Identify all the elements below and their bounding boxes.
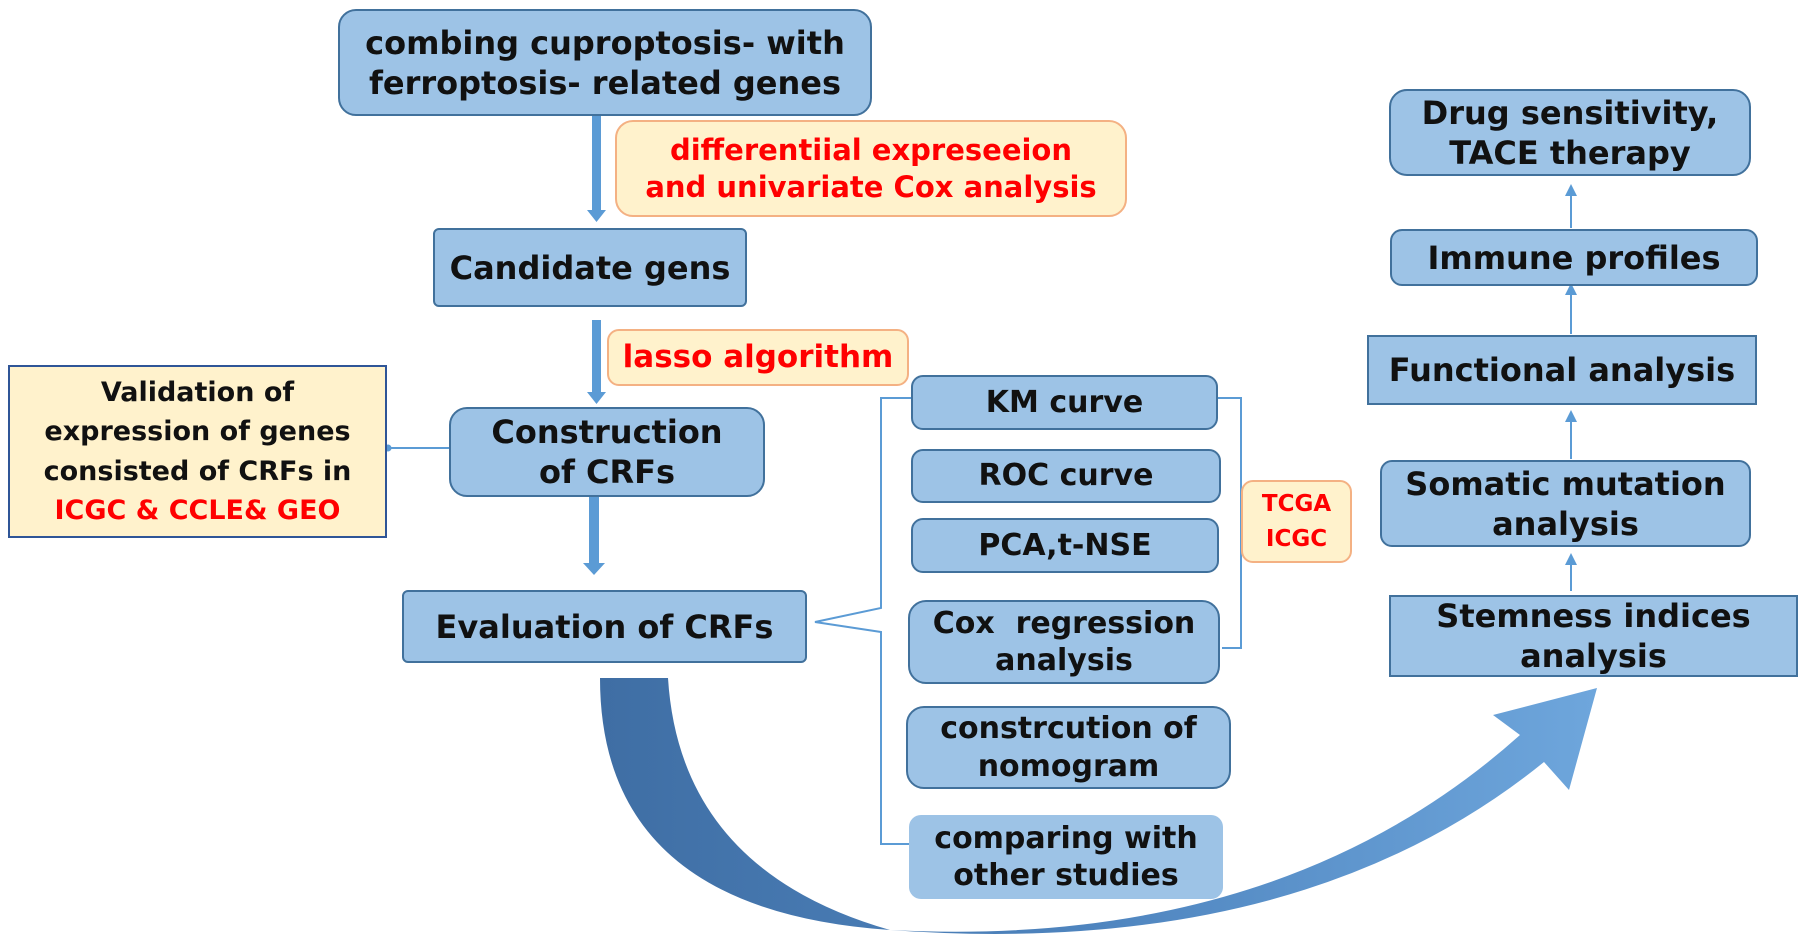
lasso-note-box: lasso algorithm <box>607 329 909 386</box>
nomogram-line-1: constrcution of <box>940 711 1197 746</box>
datasets-line-1: TCGA <box>1261 491 1332 517</box>
candidate-label: Candidate gens <box>449 248 731 287</box>
somatic-mutation-line-1: Somatic mutation <box>1405 464 1726 503</box>
roc-curve-box: ROC curve <box>911 449 1221 503</box>
validation-line-2: expression of genes <box>44 416 351 448</box>
datasets-line-2: ICGC <box>1265 525 1328 552</box>
validation-box: Validation of expression of genes consis… <box>8 365 387 538</box>
chain-arrow-icon <box>1565 410 1577 459</box>
drug-sensitivity-box: Drug sensitivity, TACE therapy <box>1389 89 1751 176</box>
top-box: combing cuproptosis- with ferroptosis- r… <box>338 9 872 116</box>
drug-sensitivity-line-1: Drug sensitivity, <box>1421 93 1719 132</box>
nomogram-line-2: nomogram <box>977 748 1160 784</box>
stemness-indices-line-2: analysis <box>1520 637 1667 675</box>
top-line-2: ferroptosis- related genes <box>368 63 842 102</box>
chain-arrow-icon <box>1565 553 1577 591</box>
comparing-line-1: comparing with <box>934 820 1198 856</box>
diff-note-line-2: and univariate Cox analysis <box>645 169 1097 204</box>
immune-profiles-label: Immune profiles <box>1427 238 1721 277</box>
cox-regression-box: Cox regression analysis <box>908 600 1220 684</box>
functional-analysis-box: Functional analysis <box>1367 335 1757 405</box>
somatic-mutation-box: Somatic mutation analysis <box>1380 460 1751 547</box>
top-line-1: combing cuproptosis- with <box>365 23 845 62</box>
big-curved-arrow-icon <box>600 678 1597 934</box>
km-curve-label: KM curve <box>985 384 1144 420</box>
construction-line-1: Construction <box>491 413 723 451</box>
construction-line-2: of CRFs <box>538 453 676 491</box>
comparing-line-2: other studies <box>953 858 1179 893</box>
diff-note-box: differentiial expreseeion and univariate… <box>615 120 1127 217</box>
candidate-box: Candidate gens <box>433 228 747 307</box>
functional-analysis-label: Functional analysis <box>1388 351 1736 389</box>
nomogram-box: constrcution of nomogram <box>906 706 1231 789</box>
comparing-box: comparing with other studies <box>909 815 1223 899</box>
cox-regression-line-1: Cox regression <box>932 605 1196 641</box>
stemness-indices-line-1: Stemness indices <box>1436 597 1751 635</box>
km-curve-box: KM curve <box>911 375 1218 430</box>
evaluation-label: Evaluation of CRFs <box>435 607 774 646</box>
lasso-label: lasso algorithm <box>622 339 894 376</box>
validation-line-3: consisted of CRFs in <box>43 455 352 487</box>
methods-left-brace <box>814 397 917 845</box>
diff-note-line-1: differentiial expreseeion <box>669 133 1073 168</box>
flow-arrow-icon <box>583 496 605 575</box>
cox-regression-line-2: analysis <box>995 643 1133 678</box>
roc-curve-label: ROC curve <box>978 458 1154 494</box>
datasets-box: TCGA ICGC <box>1241 480 1352 563</box>
pca-label: PCA,t-NSE <box>978 527 1152 563</box>
stemness-indices-box: Stemness indices analysis <box>1389 595 1798 677</box>
chain-arrow-icon <box>1565 184 1577 228</box>
evaluation-box: Evaluation of CRFs <box>402 590 807 663</box>
pca-box: PCA,t-NSE <box>911 518 1219 573</box>
drug-sensitivity-line-2: TACE therapy <box>1449 133 1691 172</box>
somatic-mutation-line-2: analysis <box>1492 504 1639 543</box>
flow-arrow-icon <box>587 115 606 222</box>
flow-arrow-icon <box>587 320 606 404</box>
immune-profiles-box: Immune profiles <box>1390 229 1758 286</box>
validation-line-1: Validation of <box>100 377 295 409</box>
construction-box: Construction of CRFs <box>449 407 765 497</box>
validation-line-4: ICGC & CCLE& GEO <box>54 494 341 526</box>
chain-arrow-icon <box>1565 283 1577 334</box>
datasets-right-bracket <box>1218 397 1242 649</box>
